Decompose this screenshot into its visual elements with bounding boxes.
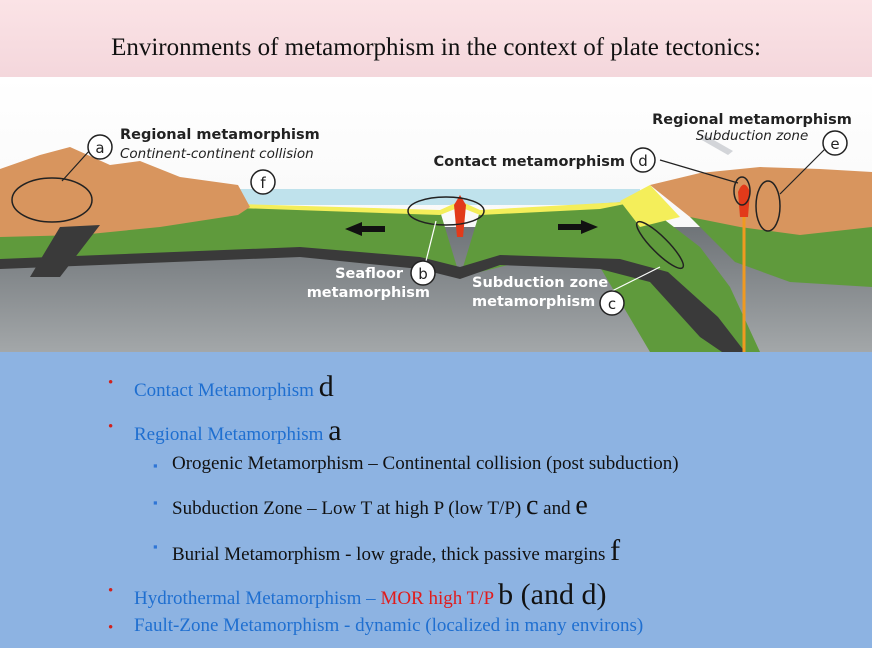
label-d-title: Contact metamorphism	[433, 154, 625, 170]
bullet-fault-zone: • Fault-Zone Metamorphism - dynamic (loc…	[108, 615, 644, 637]
volcanic-plume	[700, 135, 733, 155]
slide-title: Environments of metamorphism in the cont…	[111, 34, 761, 61]
marker-c-letter: c	[608, 295, 616, 313]
leader-a	[61, 149, 91, 182]
zone-e-ellipse	[755, 180, 781, 232]
marker-d: d	[630, 147, 656, 173]
marker-a-letter: a	[95, 139, 104, 157]
label-c-line1: Subduction zone	[472, 275, 608, 291]
subbullet-orogenic-label: Orogenic Metamorphism – Continental coll…	[172, 453, 679, 474]
bullet-contact: • Contact Metamorphism d	[108, 370, 334, 404]
bullet-dot: •	[108, 583, 114, 599]
marker-b-letter: b	[418, 265, 428, 283]
subbullet-square: ▪	[153, 495, 158, 510]
bullet-contact-letter: d	[318, 370, 334, 403]
leader-d	[659, 159, 739, 184]
bullet-regional-letter: a	[328, 414, 342, 447]
subbullet-burial: ▪ Burial Metamorphism - low grade, thick…	[153, 534, 621, 568]
crust-root	[30, 225, 100, 277]
ridge-magma	[454, 195, 466, 237]
subbullet-subduction-conj: and	[543, 498, 571, 519]
marker-a: a	[87, 134, 113, 160]
label-b-line2: metamorphism	[307, 285, 430, 301]
marker-f-letter: f	[260, 174, 266, 192]
arc-magma	[738, 184, 750, 217]
bullet-regional-label: Regional Metamorphism	[134, 424, 324, 445]
subbullet-subduction: ▪ Subduction Zone – Low T at high P (low…	[153, 490, 588, 522]
bullet-hydrothermal: • Hydrothermal Metamorphism – MOR high T…	[108, 578, 607, 612]
bullet-contact-label: Contact Metamorphism	[134, 380, 314, 401]
bullet-hydrothermal-letter: b (and d)	[498, 578, 607, 611]
label-e-title: Regional metamorphism	[652, 112, 852, 128]
subbullet-orogenic: ▪ Orogenic Metamorphism – Continental co…	[153, 453, 679, 475]
marker-e-letter: e	[830, 135, 839, 153]
seafloor-sediment	[238, 199, 650, 215]
subbullet-square: ▪	[153, 539, 158, 554]
marker-f: f	[250, 169, 276, 195]
bullet-hydrothermal-label: Hydrothermal Metamorphism –	[134, 588, 376, 609]
marker-b: b	[410, 260, 436, 286]
zone-d-ellipse	[733, 176, 751, 206]
leader-e	[779, 147, 827, 195]
bullet-dot: •	[108, 419, 114, 435]
subbullet-subduction-letter2: e	[575, 490, 588, 521]
marker-e: e	[822, 130, 848, 156]
marker-c: c	[599, 290, 625, 316]
leader-c	[611, 266, 661, 292]
label-a-sub: Continent-continent collision	[120, 146, 314, 162]
subbullet-subduction-label: Subduction Zone – Low T at high P (low T…	[172, 498, 522, 519]
subbullet-burial-letter: f	[610, 534, 621, 567]
marker-d-letter: d	[638, 152, 648, 170]
crust-left	[0, 147, 250, 237]
label-a-title: Regional metamorphism	[120, 127, 320, 143]
zone-c-ellipse	[635, 220, 685, 270]
tectonics-diagram: a f d e b c Regional metamorphism Contin…	[0, 77, 872, 352]
label-e-sub: Subduction zone	[696, 128, 809, 144]
bullet-list: • Contact Metamorphism d • Regional Meta…	[0, 352, 872, 648]
subbullet-burial-label: Burial Metamorphism - low grade, thick p…	[172, 544, 606, 565]
subbullet-square: ▪	[153, 458, 158, 473]
crust-right	[650, 167, 872, 235]
trench-sediment	[620, 185, 680, 227]
label-c-line2: metamorphism	[472, 294, 595, 310]
subbullet-subduction-letter: c	[525, 490, 539, 521]
bullet-hydrothermal-highlight: MOR high T/P	[380, 588, 494, 609]
title-band	[0, 0, 872, 77]
zone-b-ellipse	[407, 196, 485, 226]
bullet-fault-zone-label: Fault-Zone Metamorphism - dynamic (local…	[134, 615, 644, 636]
bullet-regional: • Regional Metamorphism a	[108, 414, 342, 448]
zone-a-ellipse	[11, 177, 93, 223]
label-b-line1: Seafloor	[335, 266, 404, 282]
bullet-dot: •	[108, 620, 114, 636]
bullet-dot: •	[108, 375, 114, 391]
arrow-right	[558, 220, 598, 234]
arrow-left	[345, 222, 385, 236]
